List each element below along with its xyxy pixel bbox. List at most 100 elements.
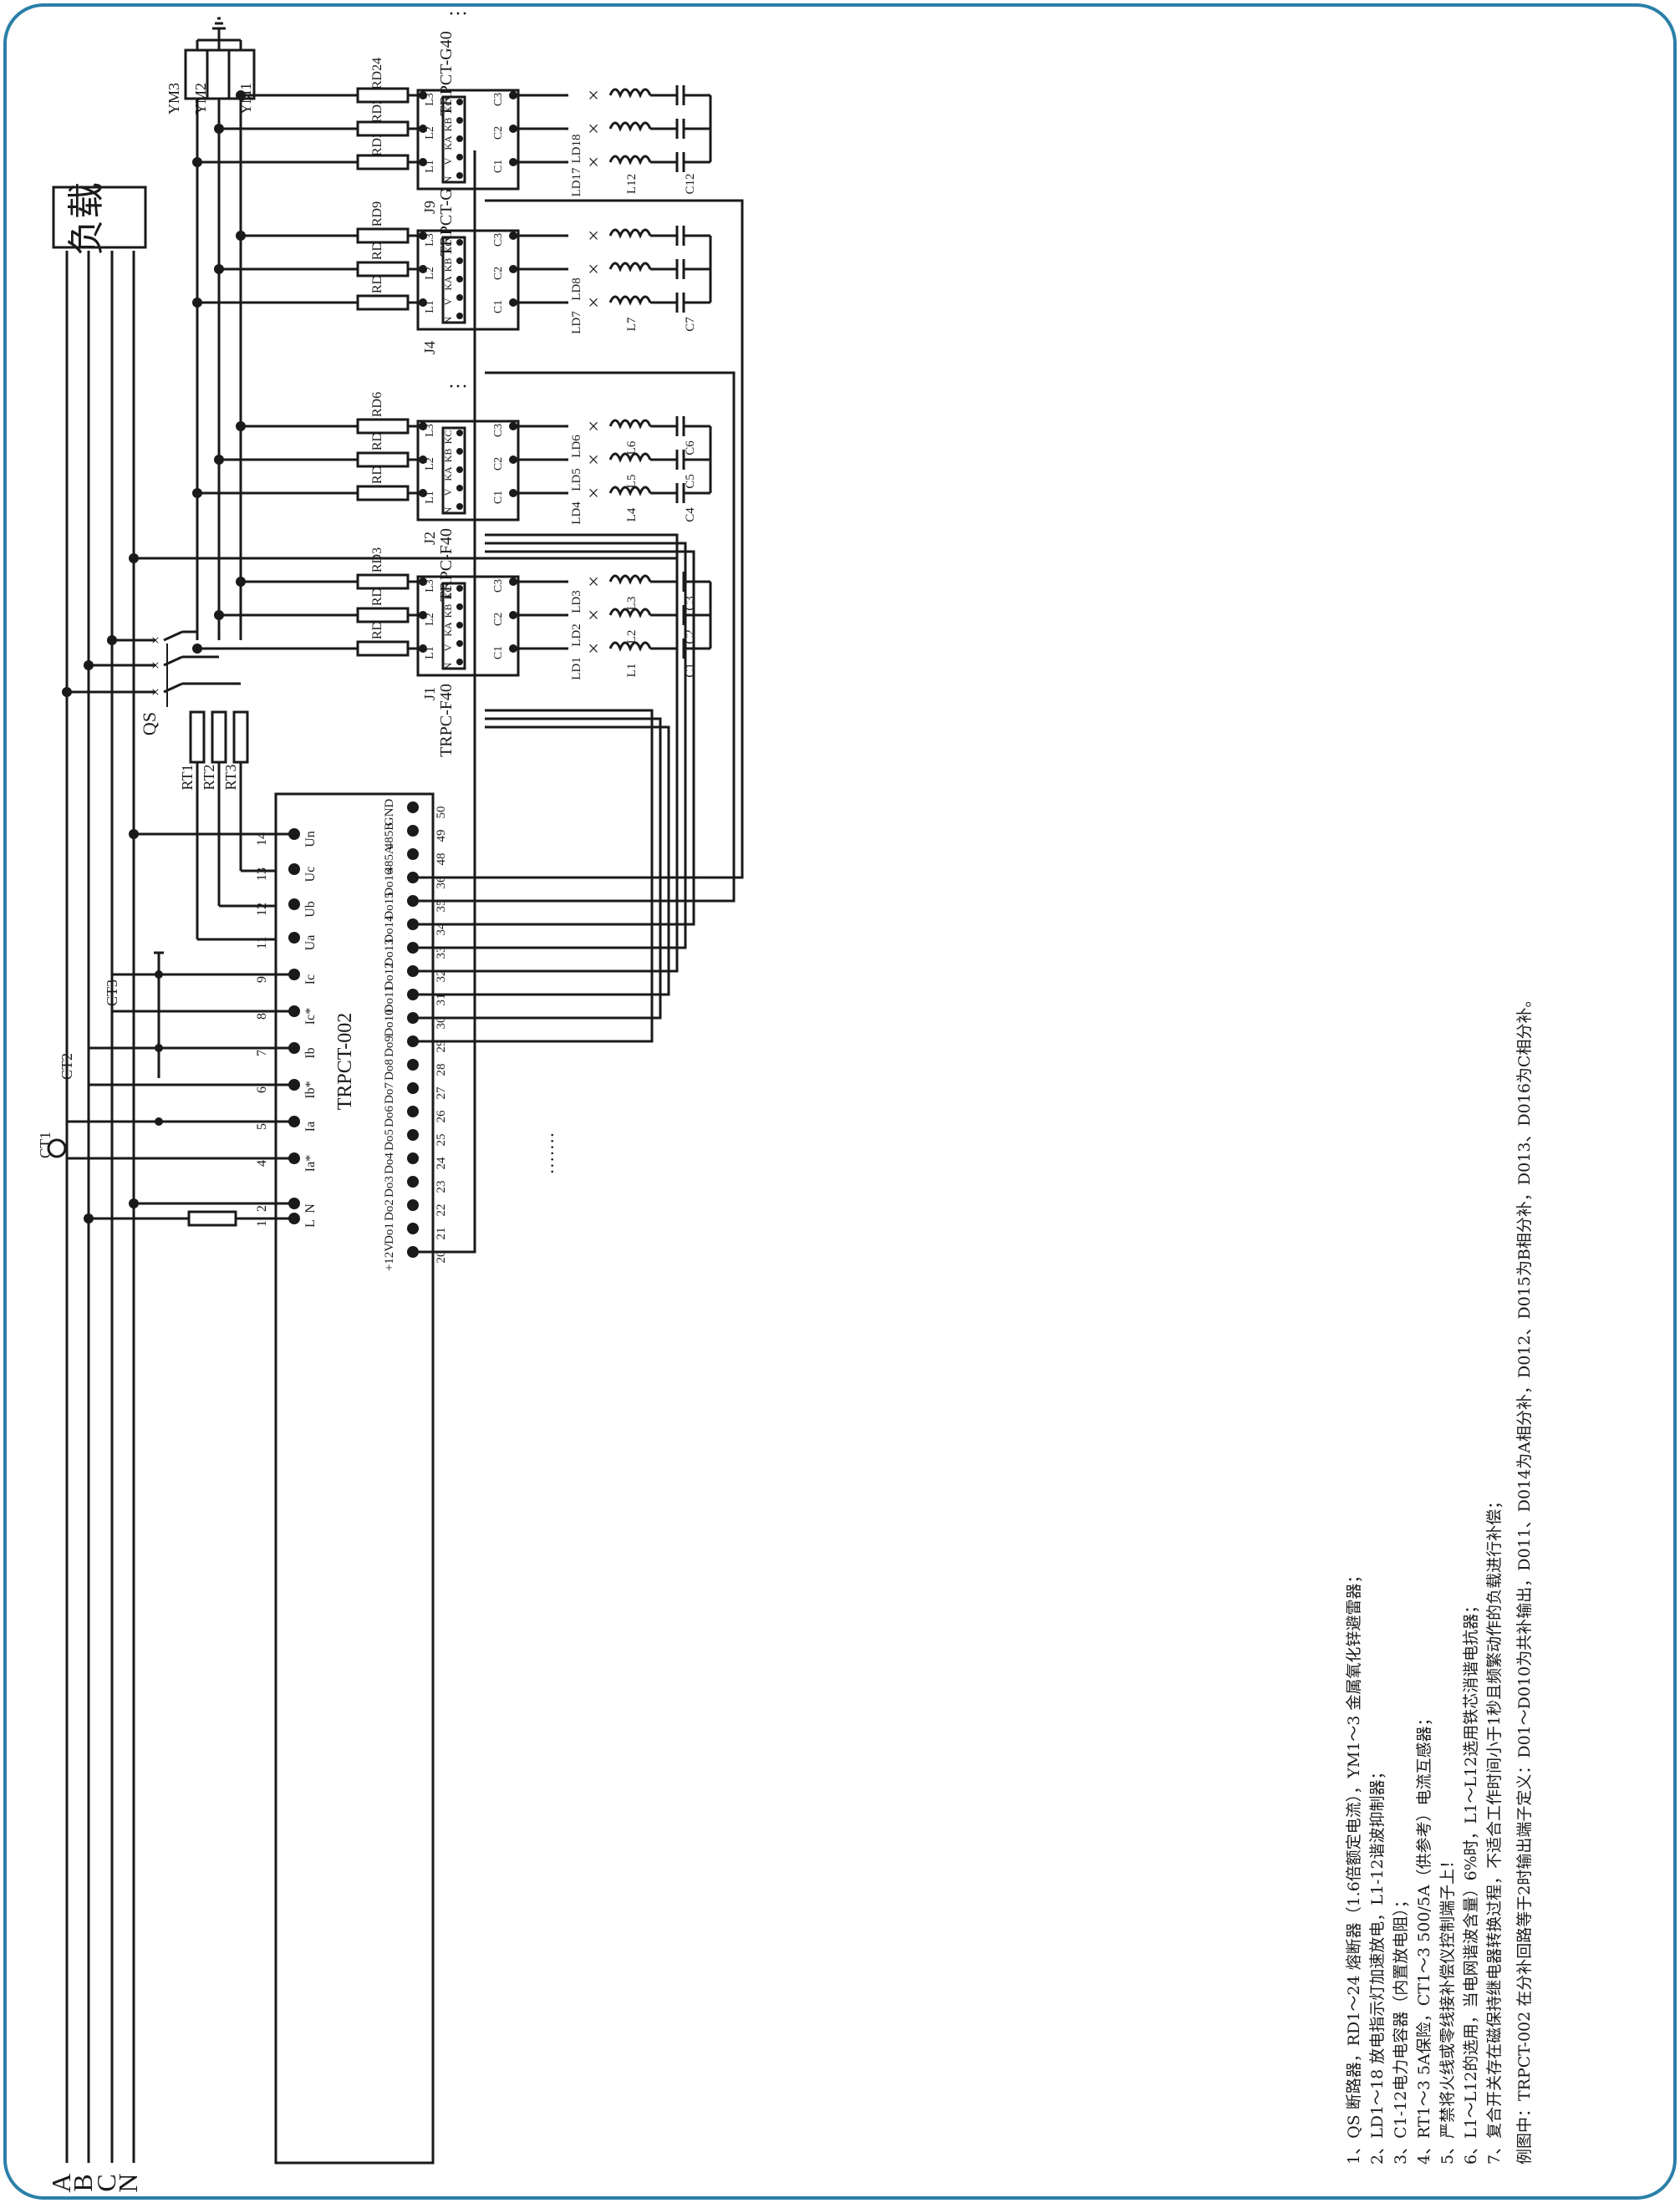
ellipsis-mid: ··· [448,376,468,398]
controller-pin-label: Do6 [383,1106,396,1127]
discharge-lamp: × [588,483,599,505]
phase-junction [236,231,246,241]
module-input-dot [419,644,427,653]
module-pin-dot [456,294,463,301]
module-j-label: J1 [421,687,438,700]
rt-label-2: RT2 [201,765,217,791]
qs-label: QS [139,712,160,735]
module-output-dot [509,577,517,586]
supply-wire [413,150,476,1254]
module-input-label: L3 [424,233,436,247]
controller-terminal-485B [407,825,419,837]
module-output-label: C1 [492,160,505,173]
phase-junction [214,264,224,274]
module-pin-label: N [442,316,454,323]
module-pin-label: KA [442,622,454,637]
controller-pin-number: 25 [435,1134,448,1147]
module-input-dot [419,265,427,273]
controller-pin-number: 21 [435,1228,448,1240]
module-pin-dot [456,135,463,142]
lamp-label: LD3 [570,590,583,613]
reactor-label: L4 [625,507,639,521]
module-pin-label: N [442,176,454,183]
fuse-RD1 [356,640,410,657]
ct1-label: CT1 [37,1132,53,1158]
bus-junction [129,829,139,839]
discharge-lamp: × [588,152,599,174]
module-input-label: L3 [424,579,436,593]
breaker-blade [163,630,183,642]
module-pin-dot [456,430,463,436]
module-output-dot [509,158,517,166]
module-output-label: C2 [492,126,505,140]
controller-terminal-Do1 [407,1223,419,1234]
reactor-label: L1 [625,664,639,678]
module-pin-dot [456,466,463,473]
module-output-label: C1 [492,646,505,659]
reactor-coil [608,574,652,585]
controller-pin-number: 5 [255,1123,269,1130]
module-input-label: L2 [424,126,436,140]
controller-pin-label: Ib* [303,1081,318,1098]
rt-label-3: RT3 [222,765,239,791]
discharge-lamp: × [588,639,599,660]
controller-pin-number: 2 [255,1205,269,1212]
module-pin-label: KA [442,276,454,291]
reactor-coil [608,486,652,496]
control-wire [413,725,670,996]
module-pin-dot [456,448,463,455]
module-box-0 [416,575,520,677]
discharge-lamp: × [588,416,599,438]
reactor-label: L5 [625,475,639,489]
bus-junction [129,1198,139,1208]
module-pin-dot [456,485,463,491]
module-output-label: C1 [492,300,505,313]
control-wire [413,542,687,949]
breaker-contact: × [151,684,160,700]
lamp-label: LD1 [570,657,583,680]
controller-terminal-GND [407,801,419,813]
phase-junction [236,421,246,431]
module-output-dot [509,644,517,653]
reactor-label: L6 [625,440,639,455]
reactor-coil [608,641,652,652]
controller-pin-number: 22 [435,1204,448,1217]
module-output-dot [509,611,517,619]
controller-pin-label: Do4 [383,1152,396,1174]
controller-pin-label: Do5 [383,1129,396,1151]
rt-label-1: RT1 [179,765,196,791]
load-box [52,186,147,249]
controller-pin-number: 28 [435,1064,448,1076]
controller-pin-number: 8 [255,1013,269,1020]
controller-pin-label: +12V [383,1243,396,1271]
controller-pin-label: Do12 [383,962,396,990]
lamp-label: LD2 [570,623,583,647]
module-output-label: C3 [492,424,505,437]
module-input-label: L3 [424,93,436,106]
controller-pin-number: 13 [255,867,269,881]
controller-pin-label: Do8 [383,1059,396,1081]
controller-pin-label: Do1 [383,1223,396,1244]
reactor-label: L12 [625,174,639,194]
note-line-6: 6、L1～L12的选用，当电网谐波含量）6%时，L1～L12选用铁芯消谐电抗器； [1462,1598,1480,2165]
fuse-label: RD9 [370,201,384,226]
control-wire [413,371,736,903]
controller-pin-label: Do7 [383,1082,396,1104]
module-input-dot [419,125,427,133]
phase-junction [214,124,224,134]
capacitor-label: C12 [684,173,697,194]
phase-junction [214,455,224,465]
note-line-8: 例图中：TRPCT-002 在分补回路等于2时输出端子定义：D01～D010为共… [1515,992,1534,2165]
lamp-label: LD5 [570,468,583,491]
module-pin-dot [456,239,463,246]
fuse-RD9 [356,227,410,244]
fuse-RD6 [356,418,410,435]
fuse-RD3 [356,573,410,590]
ct-ground-junction [155,1117,163,1126]
module-pin-dot [456,603,463,610]
controller-pin-number: 48 [435,853,448,866]
module-input-dot [419,298,427,307]
module-input-label: L1 [424,160,436,173]
controller-name: TRPCT-002 [334,1013,356,1110]
ellipsis-top: ··· [448,3,468,25]
